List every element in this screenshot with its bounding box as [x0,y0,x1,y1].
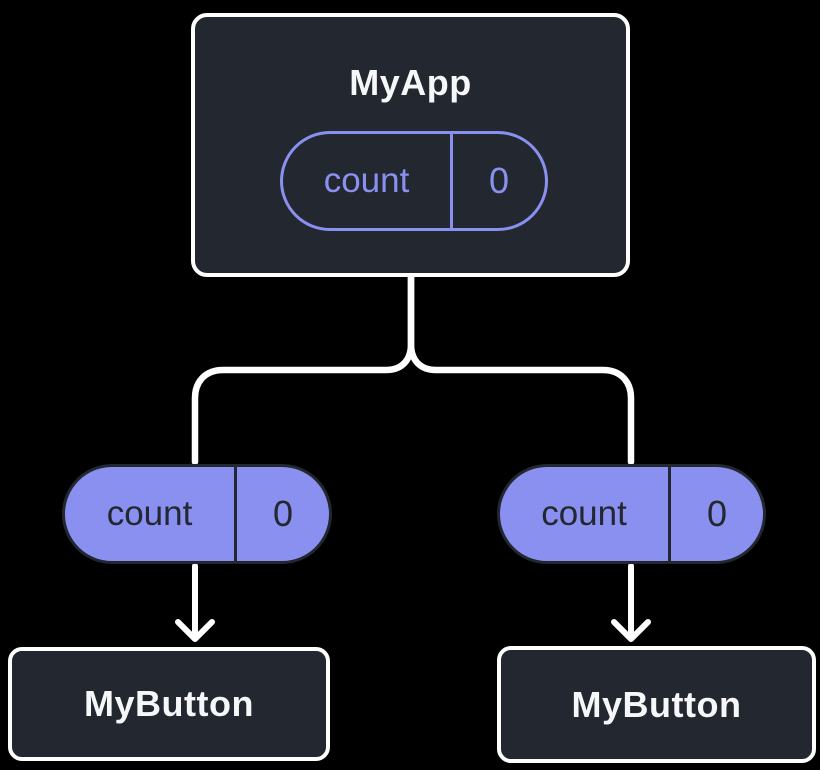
arrow-down-icon [175,619,215,642]
pill-divider [668,467,671,561]
prop-pill-left: count 0 [62,464,332,564]
child-component-card-right: MyButton [497,646,816,763]
connector-root-to-left-pill [191,271,415,466]
root-component-title: MyApp [349,62,472,103]
child-component-title: MyButton [571,683,742,725]
prop-pill-label: count [541,494,627,533]
prop-pill-value: 0 [272,493,294,534]
pill-divider [234,467,237,561]
state-pill-value: 0 [488,160,510,201]
prop-pill-right: count 0 [497,464,766,564]
state-pill-label: count [323,161,410,200]
root-state-pill: count 0 [280,131,548,231]
child-component-card-left: MyButton [8,647,330,761]
root-component-card: MyApp count 0 [191,13,630,277]
child-component-title: MyButton [84,683,254,724]
prop-pill-value: 0 [706,493,728,534]
arrow-down-icon [611,619,651,642]
pill-divider [450,134,453,228]
connector-root-to-right-pill [407,271,635,466]
prop-pill-label: count [106,494,193,533]
